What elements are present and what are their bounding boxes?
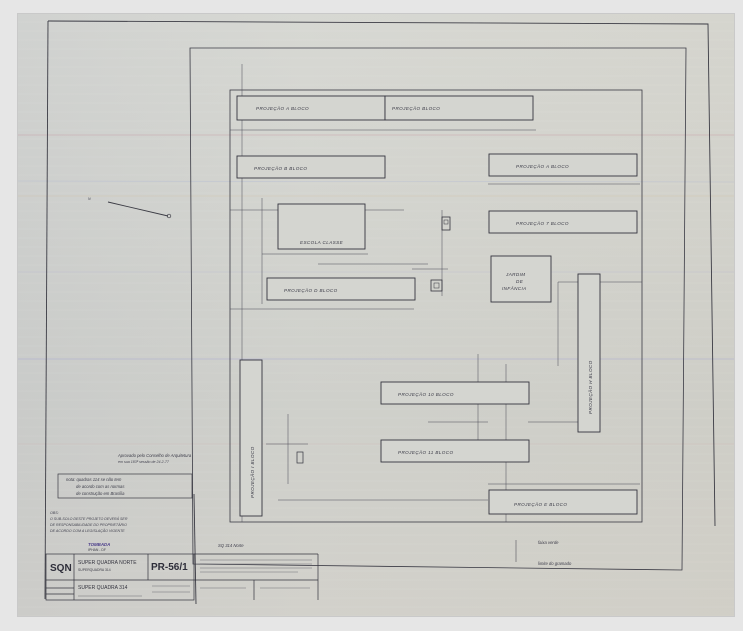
block-row2-right: PROJEÇÃO A BLOCO — [488, 153, 638, 177]
obs-line-3: DE ACORDO COM A LEGISLAÇÃO VIGENTE — [50, 528, 125, 533]
title-row-label: SUPER QUADRA 314 — [78, 585, 128, 591]
protection-stamp-sub: IPHAN - DF — [88, 548, 106, 552]
kindergarten-building: JARDIM DE INFÂNCIA — [490, 255, 552, 303]
block-lower-center-1: PROJEÇÃO 10 BLOCO — [380, 381, 530, 405]
block-label: PROJEÇÃO E BLOCO — [514, 501, 567, 507]
arrow-tag: N — [88, 197, 91, 201]
box-note-line-3: de construção em Brasília — [76, 491, 125, 496]
block-label: PROJEÇÃO 7 BLOCO — [516, 220, 569, 226]
scan-streaks — [18, 134, 734, 445]
block-label: PROJEÇÃO 10 BLOCO — [398, 391, 454, 397]
block-vertical-left: PROJEÇÃO I BLOCO — [239, 359, 263, 517]
sheet-number: PR-56/1 — [151, 562, 188, 573]
project-title-line-1: SUPER QUADRA NORTE — [78, 560, 137, 566]
obs-line-2: DE RESPONSABILIDADE DO PROPRIETÁRIO — [50, 523, 127, 527]
school-label: ESCOLA CLASSE — [300, 240, 344, 245]
box-note-line-1: nota: quadras 114 se não tem — [66, 477, 122, 482]
block-label: PROJEÇÃO A BLOCO — [256, 105, 309, 111]
title-block-fine-print — [78, 559, 312, 597]
approval-subtext: em sua 183ª sessão de 24-2-77 — [118, 460, 170, 464]
block-label: PROJEÇÃO B BLOCO — [254, 165, 307, 171]
block-lower-center-2: PROJEÇÃO 11 BLOCO — [380, 439, 530, 463]
small-kiosk-1 — [441, 216, 451, 231]
garden-label-2: DE — [516, 279, 524, 284]
block-top-right: PROJEÇÃO BLOCO — [384, 95, 534, 121]
site-plan-drawing: N PROJEÇÃO A BLOCO PROJEÇÃO BLOCO PROJEÇ… — [18, 20, 734, 605]
north-arrow-icon: N — [88, 197, 172, 219]
sheet-border — [44, 20, 716, 605]
road-label: SQ 314 Norte — [218, 543, 244, 548]
block-mid-left: PROJEÇÃO D BLOCO — [266, 277, 416, 301]
block-row3-right: PROJEÇÃO 7 BLOCO — [488, 210, 638, 234]
school-building: ESCOLA CLASSE — [277, 203, 366, 250]
block-label: PROJEÇÃO D BLOCO — [284, 287, 338, 293]
block-vertical-right: PROJEÇÃO H BLOCO — [577, 273, 601, 433]
block-row2-left: PROJEÇÃO B BLOCO — [236, 155, 386, 179]
title-code: SQN — [50, 563, 72, 574]
blueprint-sheet: N PROJEÇÃO A BLOCO PROJEÇÃO BLOCO PROJEÇ… — [18, 14, 734, 616]
project-title-line-2: SUPERQUADRA 314 — [78, 568, 111, 572]
block-top-left: PROJEÇÃO A BLOCO — [236, 95, 386, 121]
garden-label-3: INFÂNCIA — [502, 285, 527, 291]
block-label: PROJEÇÃO BLOCO — [392, 105, 440, 111]
small-kiosk-2 — [430, 279, 443, 292]
block-label: PROJEÇÃO 11 BLOCO — [398, 449, 454, 455]
obs-line-1: O SUB-SOLO DESTE PROJETO DEVERÁ SER — [50, 517, 128, 521]
box-note-line-2: de acordo com as normas — [76, 484, 125, 489]
block-bottom-right: PROJEÇÃO E BLOCO — [488, 489, 638, 515]
boxed-note: nota: quadras 114 se não tem de acordo c… — [57, 473, 193, 499]
approval-text: Aprovado pelo Conselho de Arquitetura — [117, 453, 192, 458]
small-kiosk-3 — [296, 451, 304, 464]
obs-title: OBS: — [50, 511, 59, 515]
garden-label-1: JARDIM — [505, 272, 526, 277]
approval-note: Aprovado pelo Conselho de Arquitetura em… — [117, 453, 192, 464]
block-label: PROJEÇÃO A BLOCO — [516, 163, 569, 169]
lot-boundary — [189, 47, 687, 571]
title-block — [45, 553, 319, 601]
block-label: PROJEÇÃO H BLOCO — [587, 360, 593, 414]
block-label: PROJEÇÃO I BLOCO — [249, 446, 255, 498]
green-strip-label: faixa verde — [538, 540, 559, 545]
observation-note: OBS: O SUB-SOLO DESTE PROJETO DEVERÁ SER… — [50, 511, 128, 533]
protection-stamp: TOMBADA — [88, 542, 110, 547]
boundary-label: limite do gramado — [538, 561, 572, 566]
